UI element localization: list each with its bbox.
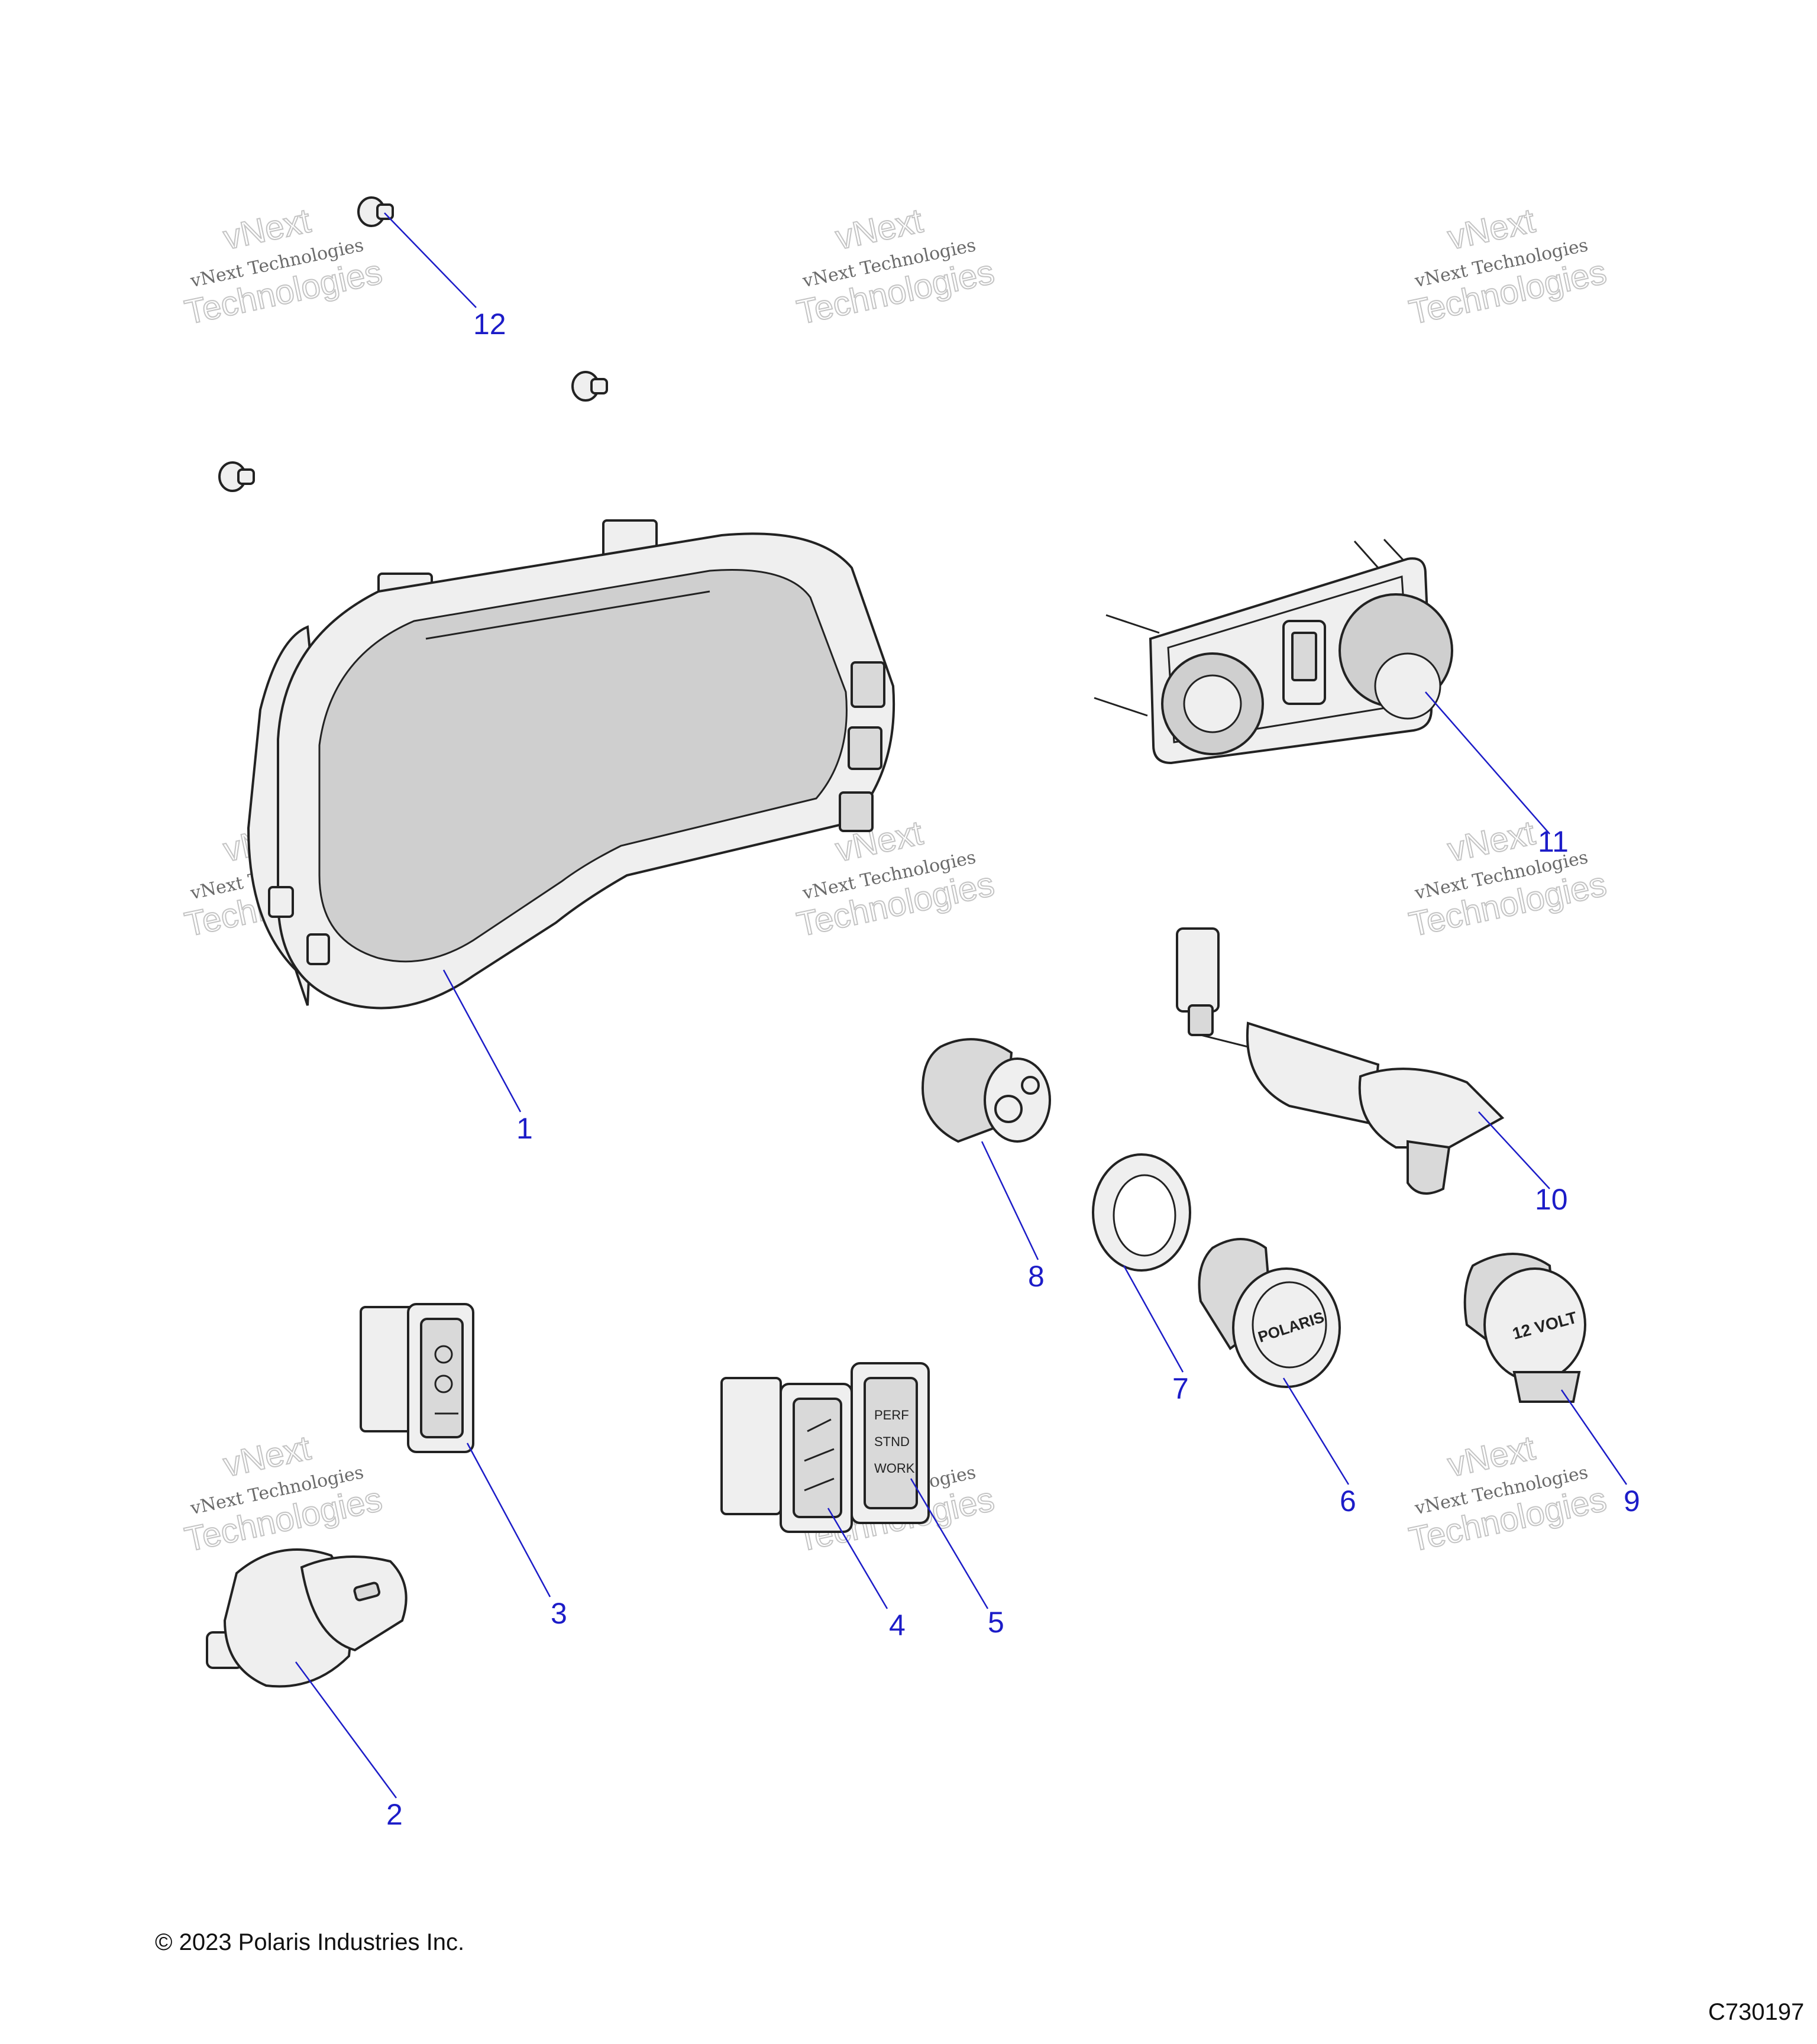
callout-4: 4 xyxy=(889,1609,906,1642)
watermark: vNext vNext Technologies Technologies xyxy=(793,200,998,332)
watermark: vNext vNext Technologies Technologies xyxy=(181,200,386,332)
twelve-volt-socket-part-9: 12 VOLT xyxy=(1463,1253,1586,1403)
work-label: WORK xyxy=(874,1461,915,1476)
callout-labels: 1 2 3 4 5 6 7 8 9 10 11 12 xyxy=(386,308,1640,1831)
screw-part-12 xyxy=(357,196,394,227)
callout-3: 3 xyxy=(551,1597,567,1630)
watermark: vNext vNext Technologies Technologies xyxy=(1405,200,1611,332)
stnd-label: STND xyxy=(874,1434,910,1449)
rocker-switch-part-3 xyxy=(360,1303,474,1453)
callout-9: 9 xyxy=(1624,1485,1640,1518)
rocker-switch-part-4 xyxy=(720,1377,853,1533)
instrument-cluster-part-1 xyxy=(247,519,895,1010)
polaris-socket-part-6: POLARIS xyxy=(1198,1238,1341,1388)
callout-12: 12 xyxy=(473,308,506,341)
callout-6: 6 xyxy=(1340,1485,1356,1518)
watermark: vNext vNext Technologies Technologies xyxy=(1405,813,1611,945)
callout-2: 2 xyxy=(386,1798,403,1831)
copyright-notice: © 2023 Polaris Industries Inc. xyxy=(155,1929,465,1955)
socket-part-8 xyxy=(921,1038,1051,1143)
rocker-switch-part-5: PERF STND WORK xyxy=(851,1362,930,1524)
callout-5: 5 xyxy=(988,1606,1004,1639)
leader-lines xyxy=(295,212,1628,1799)
watermark: vNext vNext Technologies Technologies xyxy=(181,1428,386,1560)
watermark: vNext vNext Technologies Technologies xyxy=(1405,1428,1611,1560)
perf-label: PERF xyxy=(874,1408,909,1422)
callout-11: 11 xyxy=(1538,825,1569,858)
figure-code: C730197 xyxy=(1708,1999,1805,2025)
rotary-switch-part-2 xyxy=(206,1548,408,1688)
callout-10: 10 xyxy=(1535,1183,1568,1216)
usb-plug-part-10 xyxy=(1176,927,1505,1195)
screw-part-12b xyxy=(571,371,608,402)
callout-8: 8 xyxy=(1028,1260,1045,1293)
screw-part-12c xyxy=(218,461,255,492)
callout-1: 1 xyxy=(516,1112,533,1145)
control-panel-part-11 xyxy=(1094,538,1453,765)
nut-ring-part-7 xyxy=(1092,1153,1191,1272)
callout-7: 7 xyxy=(1172,1372,1189,1405)
